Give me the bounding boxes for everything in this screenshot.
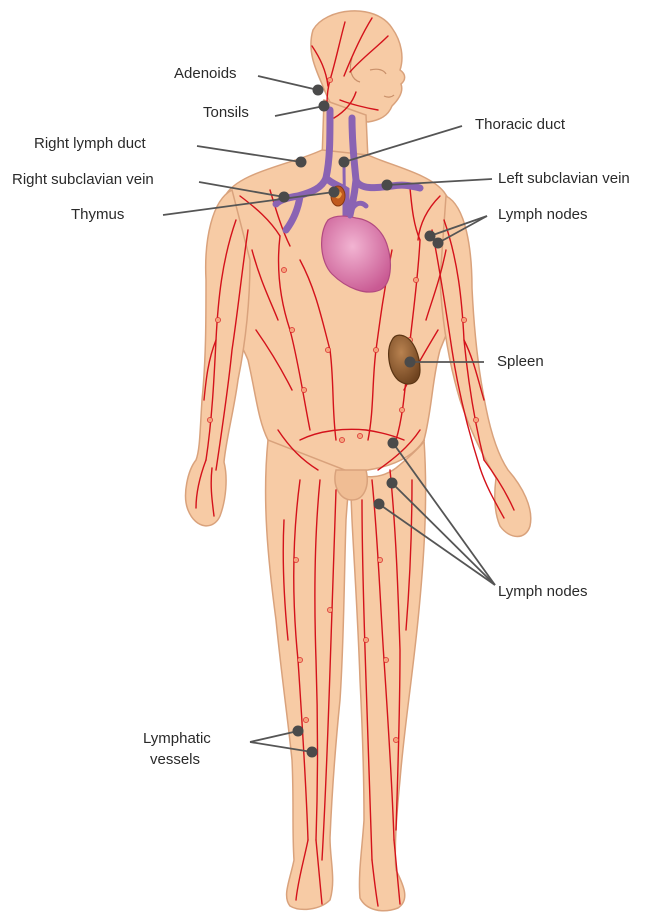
label-right-lymph-duct: Right lymph duct	[34, 135, 146, 153]
label-left-subclavian-vein: Left subclavian vein	[498, 170, 630, 188]
label-lymph-nodes-lower: Lymph nodes	[498, 583, 588, 601]
label-lymphatic-vessels-line2: vessels	[150, 751, 200, 769]
label-right-subclavian-vein: Right subclavian vein	[12, 171, 154, 189]
label-lymph-nodes-upper: Lymph nodes	[498, 206, 588, 224]
label-thymus: Thymus	[71, 206, 124, 224]
label-spleen: Spleen	[497, 353, 544, 371]
body-silhouette	[186, 11, 531, 911]
label-tonsils: Tonsils	[203, 104, 249, 122]
label-lymphatic-vessels-line1: Lymphatic	[143, 730, 211, 748]
label-adenoids: Adenoids	[174, 65, 237, 83]
label-thoracic-duct: Thoracic duct	[475, 116, 565, 134]
